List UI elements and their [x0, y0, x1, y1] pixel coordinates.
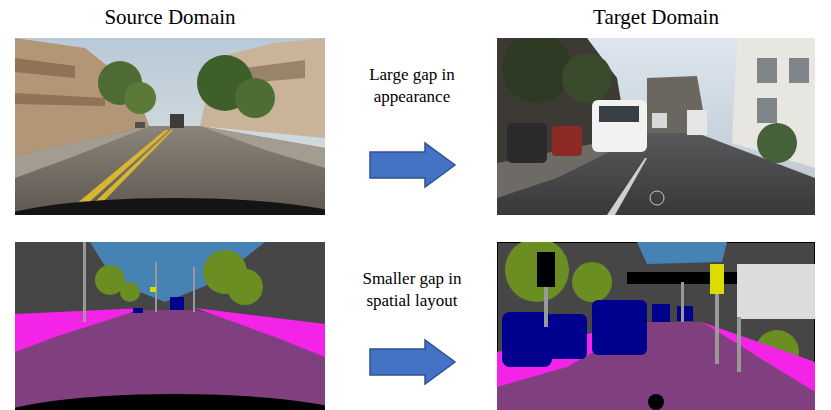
car-class: [547, 314, 587, 359]
vegetation-class: [120, 282, 140, 302]
lens-mark: [650, 191, 664, 205]
car: [507, 123, 547, 163]
block-arrow: [370, 340, 455, 384]
vehicle: [135, 122, 145, 128]
vegetation-class: [572, 262, 612, 302]
car-class: [592, 300, 647, 355]
window: [789, 58, 809, 83]
building-detail: [15, 93, 105, 106]
tree: [502, 33, 572, 103]
sky-class: [637, 242, 727, 264]
van: [592, 100, 647, 152]
arrow-label: Large gap in appearance: [352, 64, 472, 108]
pole-class: [715, 294, 719, 364]
source-photo: [0, 38, 365, 258]
source-segmentation: [0, 242, 365, 410]
car-class: [133, 308, 143, 313]
sidewalk-class: [15, 308, 145, 352]
building-detail: [15, 58, 75, 78]
arrow-label: Smaller gap in spatial layout: [351, 268, 473, 312]
sky: [15, 38, 325, 215]
car-class: [652, 304, 670, 322]
building-class: [15, 242, 325, 410]
car: [552, 126, 582, 156]
sign-class: [150, 287, 156, 292]
window: [757, 58, 777, 83]
ego-class: [648, 394, 664, 410]
border: [497, 242, 815, 410]
block-arrow: [370, 143, 455, 187]
building-class: [497, 242, 815, 410]
car-class: [170, 297, 184, 310]
lane-line: [607, 158, 647, 215]
pole-class: [737, 317, 741, 372]
ego-class: [0, 394, 365, 410]
building: [732, 38, 815, 168]
car: [652, 113, 667, 128]
vehicle: [170, 114, 184, 128]
wall-class: [737, 264, 815, 319]
pole-class: [83, 242, 86, 322]
window: [757, 98, 777, 123]
pole-class: [681, 282, 684, 322]
vegetation-class: [227, 269, 263, 305]
tree: [757, 123, 797, 163]
van: [687, 110, 707, 135]
vegetation-class: [505, 238, 569, 302]
sign-class: [710, 264, 724, 294]
car-class: [677, 306, 693, 321]
sidewalk-class: [195, 308, 325, 357]
tree: [562, 53, 612, 103]
target-segmentation: [497, 238, 815, 410]
pole-class: [193, 267, 195, 312]
column-heading: Target Domain: [536, 4, 776, 31]
windshield: [599, 106, 639, 122]
column-heading: Source Domain: [50, 4, 290, 31]
tree: [235, 78, 275, 118]
tree: [124, 82, 156, 114]
traffic-light: [537, 252, 555, 287]
target-photo: [497, 33, 815, 215]
sidewalk: [200, 126, 325, 168]
pole-class: [544, 287, 548, 327]
